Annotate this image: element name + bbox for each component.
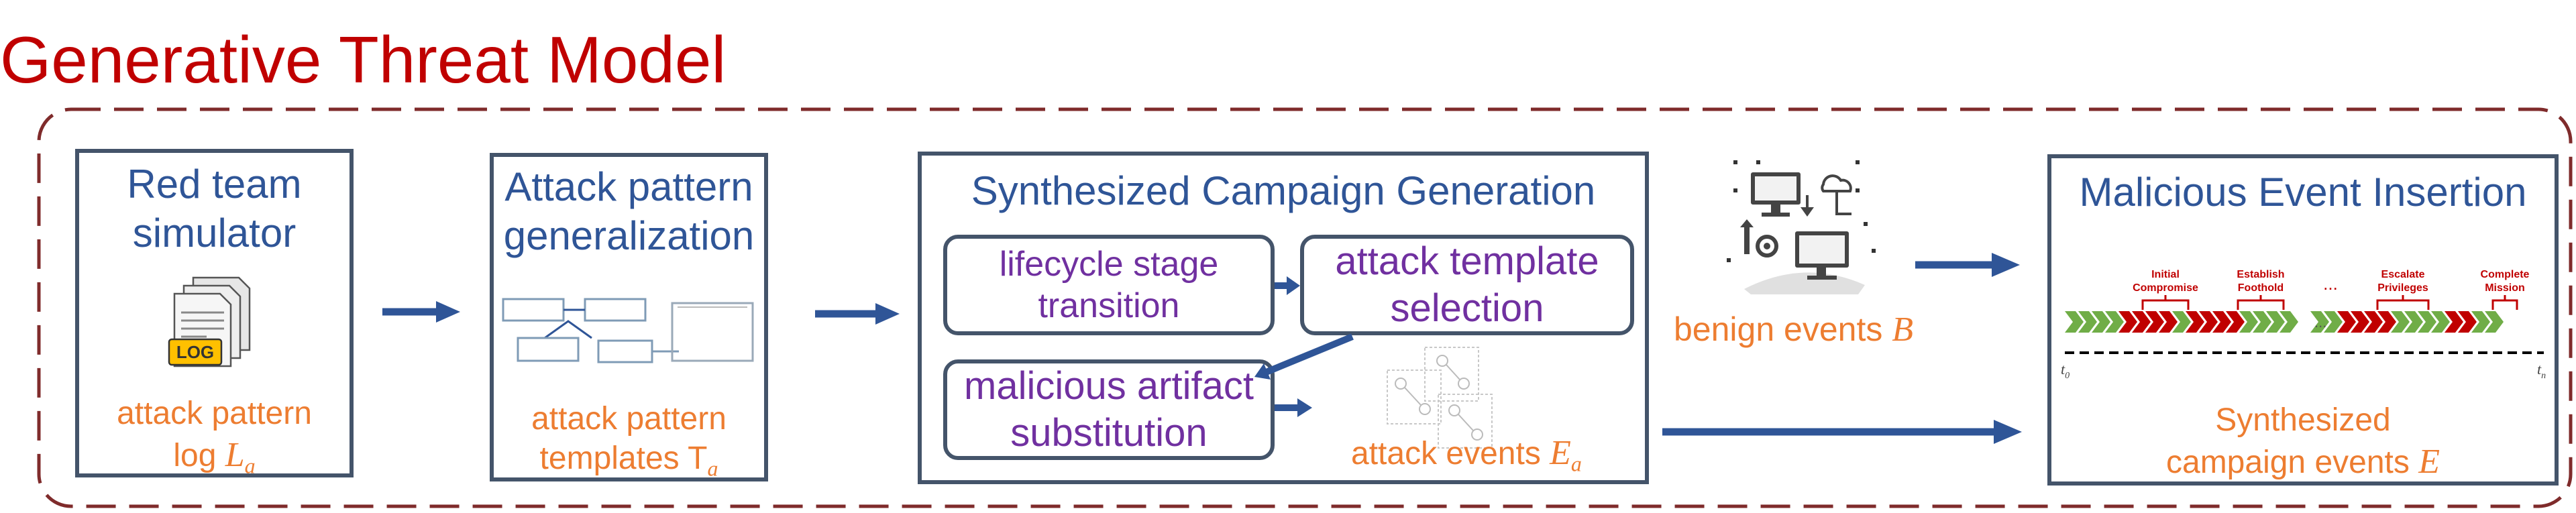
benign-event-chevron <box>2105 311 2124 333</box>
benign-event-chevron <box>2310 311 2329 333</box>
benign-event-chevron <box>2078 311 2097 333</box>
artifact-line1: malicious artifact <box>964 364 1254 408</box>
milestone-foothold-line1: Establish <box>2237 269 2284 280</box>
malicious-event-insertion-box: Malicious Event Insertion Initial Compro… <box>2047 154 2559 486</box>
benign-event-chevron <box>2279 311 2298 333</box>
campaign-events-symbol: E <box>2418 442 2440 481</box>
milestone-ellipsis: ... <box>2323 274 2338 294</box>
arrow-attack-to-insertion <box>1662 420 2022 444</box>
attack-event-chevron <box>2212 311 2231 333</box>
attack-event-chevron <box>2351 311 2369 333</box>
benign-event-chevron <box>2266 311 2285 333</box>
malicious-artifact-box: malicious artifact substitution <box>943 359 1275 460</box>
template-line2: selection <box>1390 286 1544 330</box>
generalization-heading-line1: Attack pattern <box>504 164 753 209</box>
attack-event-chevron <box>2458 311 2477 333</box>
benign-event-chevron <box>2404 311 2423 333</box>
arrow-benign-to-insertion <box>1915 253 2020 277</box>
milestone-escalate-line1: Escalate <box>2381 269 2425 280</box>
log-symbol: L <box>225 435 245 474</box>
attack-event-chevron <box>2364 311 2383 333</box>
milestone-foothold-line2: Foothold <box>2238 282 2284 294</box>
attack-events-sub: a <box>1570 451 1582 476</box>
benign-event-chevron <box>2092 311 2110 333</box>
attack-event-chevron <box>2118 311 2137 333</box>
templates-symbol-sub: a <box>707 456 718 481</box>
milestone-mission-line2: Mission <box>2485 282 2525 294</box>
benign-network-icon <box>1727 160 1876 294</box>
attack-pattern-log-line2: log <box>173 437 225 473</box>
benign-event-chevron <box>2172 311 2191 333</box>
attack-event-chevron <box>2226 311 2245 333</box>
benign-event-chevron <box>2391 311 2410 333</box>
template-line1: attack template <box>1335 239 1599 284</box>
t-end-label: tn <box>2537 361 2546 381</box>
attack-event-chevron <box>2199 311 2218 333</box>
campaign-generation-heading: Synthesized Campaign Generation <box>971 168 1596 213</box>
template-flow-icon <box>502 298 754 363</box>
artifact-line2: substitution <box>1010 411 1208 455</box>
campaign-generation-box: Synthesized Campaign Generation lifecycl… <box>918 152 1649 484</box>
benign-event-chevron <box>2065 311 2084 333</box>
attack-template-selection-box: attack template selection <box>1300 235 1634 335</box>
red-team-heading-line1: Red team <box>127 162 302 207</box>
benign-event-chevron <box>2418 311 2436 333</box>
benign-event-chevron <box>2239 311 2258 333</box>
log-file-icon: LOG <box>168 276 251 367</box>
t-start-label: t0 <box>2061 361 2070 381</box>
benign-events-symbol: B <box>1892 310 1914 349</box>
log-symbol-sub: a <box>244 453 256 478</box>
attack-event-chevron <box>2159 311 2178 333</box>
red-team-simulator-box: Red team simulator LOG attack pattern lo… <box>75 149 354 477</box>
attack-event-chevron <box>2445 311 2463 333</box>
benign-event-chevron <box>2324 311 2343 333</box>
attack-events-label: attack events <box>1351 436 1550 471</box>
attack-event-chevron <box>2337 311 2356 333</box>
benign-event-chevron <box>2253 311 2271 333</box>
insertion-heading: Malicious Event Insertion <box>2079 170 2527 215</box>
campaign-events-line1: Synthesized <box>2215 402 2391 438</box>
attack-event-chevron <box>2377 311 2396 333</box>
lifecycle-stage-box: lifecycle stage transition <box>943 235 1275 335</box>
campaign-events-line2: campaign events <box>2166 444 2419 480</box>
lifecycle-line2: transition <box>1038 286 1180 325</box>
milestone-mission-line1: Complete <box>2481 269 2530 280</box>
arrow-1 <box>382 301 460 323</box>
timeline-ellipsis: ... <box>2314 314 2326 331</box>
attack-events-symbol: E <box>1550 434 1571 472</box>
milestone-initial-line1: Initial <box>2151 269 2180 280</box>
milestone-initial-line2: Compromise <box>2133 282 2198 294</box>
diagram-title: Generative Threat Model <box>0 23 727 97</box>
benign-events-label: benign events <box>1674 310 1892 348</box>
lifecycle-line1: lifecycle stage <box>999 244 1219 284</box>
attack-events-graph-icon <box>1387 347 1493 449</box>
templates-line2: templates T <box>539 440 708 476</box>
internal-arrows <box>1254 276 1354 417</box>
attack-event-chevron <box>2145 311 2164 333</box>
attack-pattern-log-line1: attack pattern <box>117 396 312 431</box>
arrow-2 <box>815 303 900 325</box>
attack-event-chevron <box>2186 311 2204 333</box>
event-timeline: Initial Compromise Establish Foothold ..… <box>2061 269 2546 381</box>
attack-event-chevron <box>2132 311 2151 333</box>
benign-event-chevron <box>2471 311 2490 333</box>
generalization-heading-line2: generalization <box>503 213 755 259</box>
attack-pattern-generalization-box: Attack pattern generalization attack pat… <box>490 153 768 481</box>
templates-line1: attack pattern <box>531 401 727 437</box>
benign-event-chevron <box>2485 311 2504 333</box>
red-team-heading-line2: simulator <box>132 211 297 256</box>
log-icon-text: LOG <box>176 342 214 362</box>
benign-event-chevron <box>2431 311 2450 333</box>
milestone-escalate-line2: Privileges <box>2377 282 2428 294</box>
